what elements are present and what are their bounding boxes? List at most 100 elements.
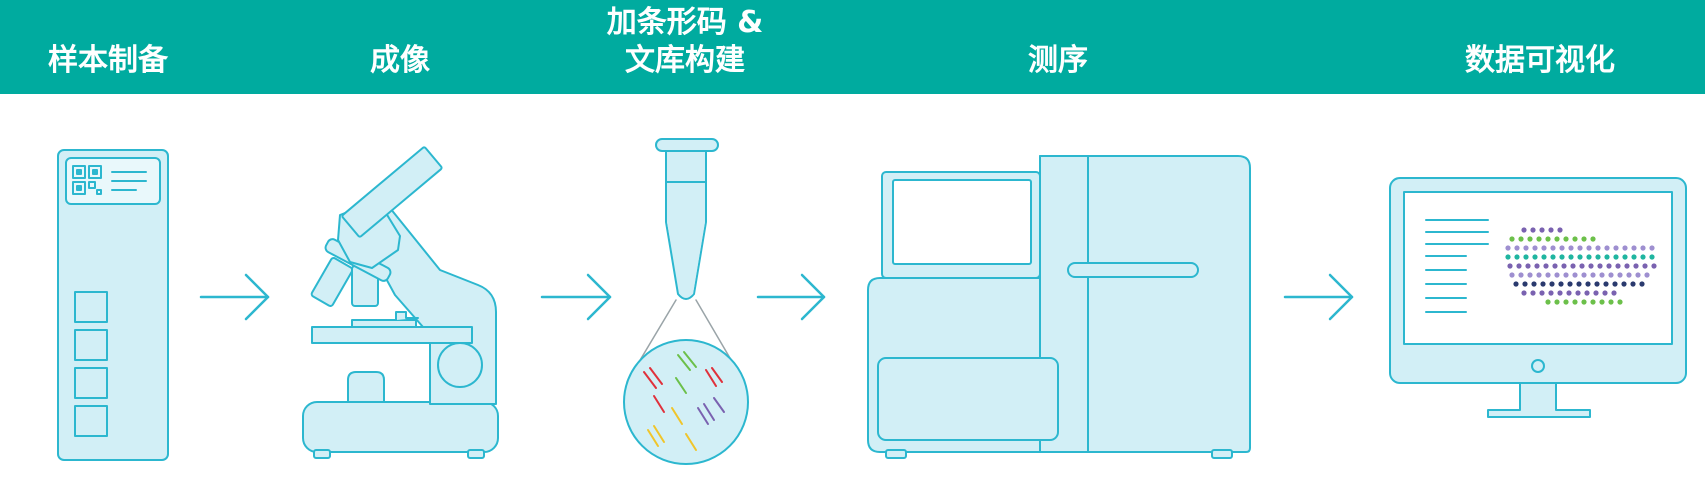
plot-dot — [1536, 236, 1542, 242]
plot-dot — [1617, 272, 1623, 278]
plot-dot — [1540, 281, 1546, 287]
plot-dot — [1572, 272, 1578, 278]
plot-dot — [1644, 272, 1650, 278]
plot-dot — [1621, 281, 1627, 287]
plot-dot — [1530, 227, 1536, 233]
plot-dot — [1570, 263, 1576, 269]
plot-dot — [1572, 299, 1578, 305]
plot-dot — [1604, 245, 1610, 251]
plot-dot — [1586, 254, 1592, 260]
plot-dot — [1525, 263, 1531, 269]
plot-dot — [1576, 281, 1582, 287]
plot-dot — [1559, 254, 1565, 260]
plot-dot — [1541, 254, 1547, 260]
monitor-icon — [1389, 177, 1687, 418]
plot-dot — [1586, 245, 1592, 251]
plot-dot — [1567, 281, 1573, 287]
plot-dot — [1622, 254, 1628, 260]
plot-dot — [1606, 263, 1612, 269]
step-title-sequencing: 测序 — [1028, 43, 1088, 78]
header-bar: 样本制备 成像 加条形码 & 文库构建 测序 数据可视化 — [0, 0, 1705, 94]
plot-dot — [1590, 272, 1596, 278]
sequencer-icon — [867, 155, 1251, 459]
plot-dot — [1622, 245, 1628, 251]
plot-dot — [1585, 281, 1591, 287]
plot-dot — [1588, 263, 1594, 269]
plot-dot — [1523, 245, 1529, 251]
plot-dot — [1608, 299, 1614, 305]
plot-dot — [1541, 245, 1547, 251]
plot-dot — [1640, 254, 1646, 260]
tube-icon — [623, 138, 749, 465]
plot-dot — [1554, 272, 1560, 278]
plot-dot — [1581, 272, 1587, 278]
plot-dot — [1649, 245, 1655, 251]
plot-dot — [1532, 254, 1538, 260]
plot-dot — [1581, 236, 1587, 242]
plot-dot — [1548, 227, 1554, 233]
plot-dot — [1527, 272, 1533, 278]
plot-dot — [1581, 299, 1587, 305]
plot-dot — [1595, 254, 1601, 260]
plot-dot — [1545, 272, 1551, 278]
plot-dot — [1554, 236, 1560, 242]
plot-dot — [1557, 290, 1563, 296]
plot-dot — [1509, 236, 1515, 242]
step-title-imaging: 成像 — [370, 43, 430, 78]
plot-dot — [1513, 281, 1519, 287]
plot-dot — [1530, 290, 1536, 296]
plot-dot — [1563, 236, 1569, 242]
plot-dot — [1568, 245, 1574, 251]
plot-dot — [1597, 263, 1603, 269]
plot-dot — [1543, 263, 1549, 269]
arrow-right-icon — [756, 273, 826, 321]
plot-dot — [1631, 254, 1637, 260]
plot-dot — [1545, 299, 1551, 305]
plot-dot — [1604, 254, 1610, 260]
plot-dot — [1612, 281, 1618, 287]
spatial-dot-plot — [1505, 227, 1657, 305]
plot-dot — [1642, 263, 1648, 269]
plot-dot — [1534, 263, 1540, 269]
plot-dot — [1509, 272, 1515, 278]
arrow-right-icon — [1283, 273, 1354, 321]
plot-dot — [1602, 290, 1608, 296]
plot-dot — [1558, 281, 1564, 287]
plot-dot — [1554, 299, 1560, 305]
plot-dot — [1521, 290, 1527, 296]
plot-dot — [1505, 254, 1511, 260]
plot-dot — [1568, 254, 1574, 260]
plot-dot — [1548, 290, 1554, 296]
plot-dot — [1584, 290, 1590, 296]
arrow-right-icon — [199, 273, 270, 321]
plot-dot — [1507, 263, 1513, 269]
plot-dot — [1579, 263, 1585, 269]
plot-dot — [1577, 254, 1583, 260]
plot-dot — [1550, 254, 1556, 260]
plot-dot — [1630, 281, 1636, 287]
step-title-sample-prep: 样本制备 — [48, 43, 168, 78]
plot-dot — [1527, 236, 1533, 242]
plot-dot — [1532, 245, 1538, 251]
plot-dot — [1651, 263, 1657, 269]
plot-dot — [1603, 281, 1609, 287]
plot-dot — [1608, 272, 1614, 278]
plot-dot — [1590, 236, 1596, 242]
plot-dot — [1631, 245, 1637, 251]
plot-dot — [1539, 227, 1545, 233]
plot-dot — [1593, 290, 1599, 296]
plot-dot — [1536, 272, 1542, 278]
plot-dot — [1615, 263, 1621, 269]
plot-dot — [1521, 227, 1527, 233]
plot-dot — [1590, 299, 1596, 305]
plot-dot — [1545, 236, 1551, 242]
plot-dot — [1599, 272, 1605, 278]
plot-dot — [1626, 272, 1632, 278]
plot-dot — [1639, 281, 1645, 287]
plot-dot — [1557, 227, 1563, 233]
step-title-data-visualization: 数据可视化 — [1465, 43, 1615, 78]
plot-dot — [1518, 236, 1524, 242]
plot-dot — [1649, 254, 1655, 260]
plot-dot — [1550, 245, 1556, 251]
